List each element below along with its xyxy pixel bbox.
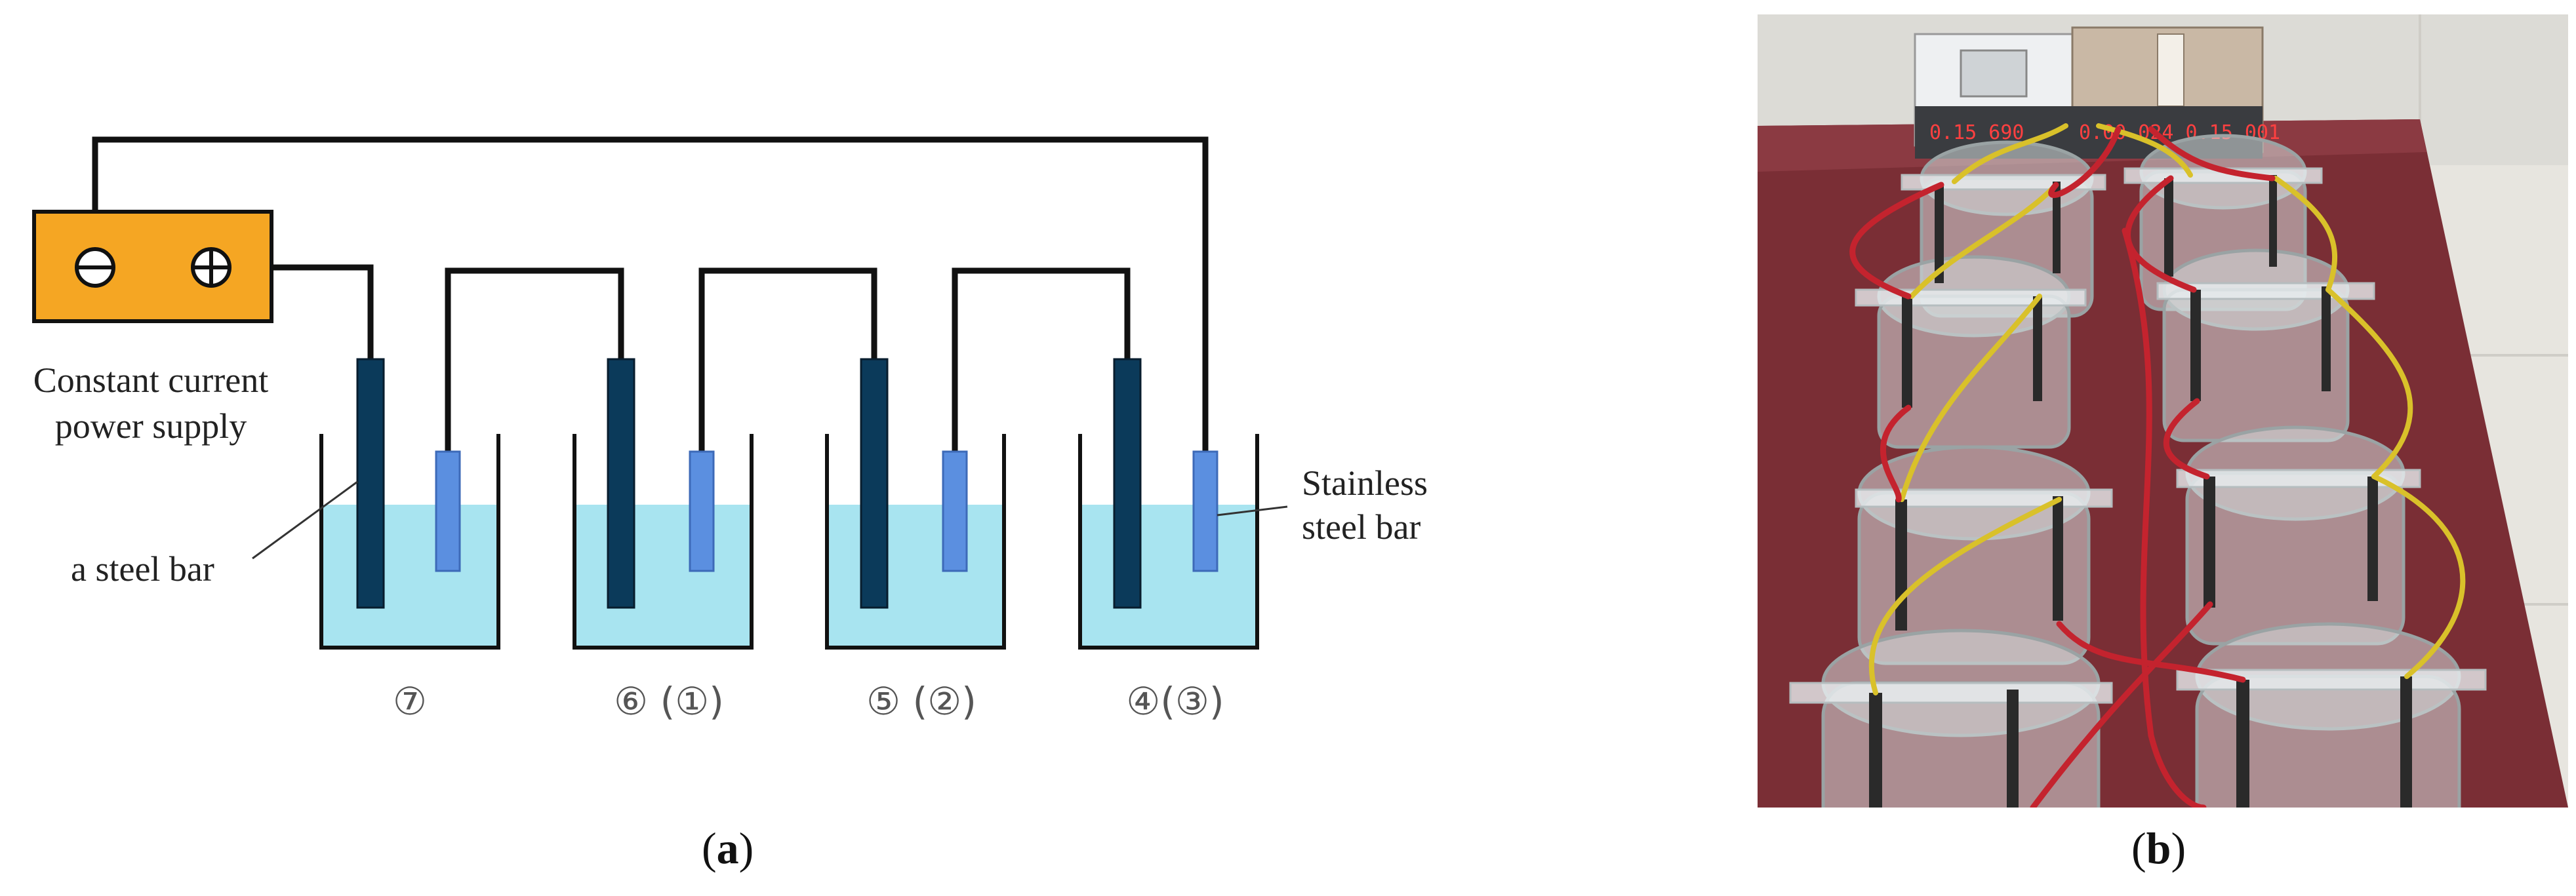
cell-label: ④(③) [1126,679,1224,724]
cell-1: ⑦ [319,358,500,724]
circuit-diagram: Constant current power supply ⑦ ⑥ (①) ⑤ … [32,136,1428,724]
steel-bar-leader-line [252,480,358,560]
steel-bar [356,358,385,609]
power-supply-label-line1: Constant current [33,360,268,400]
cell-label: ⑦ [393,679,427,724]
steel-bar [860,358,889,609]
steel-bar [607,358,635,609]
stainless-steel-bar [689,450,715,572]
power-supplies: 0.15 690 0.00 024 0.15 001 [1914,26,2280,159]
steel-bar [1113,358,1142,609]
acrylic-holders [1789,167,2487,704]
cell-2: ⑥ (①) [573,358,754,724]
wire-cell1-to-cell2 [445,267,624,452]
power-supply-box [32,210,273,323]
panel-label-b: (b) [2131,823,2186,873]
cell-4: ④(③) [1078,358,1259,724]
panel-letter-b: b [2146,823,2171,873]
experiment-photo: 0.15 690 0.00 024 0.15 001 [1758,14,2568,808]
wire-negative-to-last-stainless [92,136,1209,452]
wire-cell3-to-cell4 [952,267,1131,452]
electrodes [1869,175,2412,808]
cell-label: ⑥ (①) [614,679,724,724]
power-supply: Constant current power supply [32,210,273,446]
stainless-steel-bar [942,450,968,572]
stainless-label-line1: Stainless [1302,463,1428,503]
stainless-label-line2: steel bar [1302,507,1420,547]
red-wires [1849,126,2276,808]
cell-3: ⑤ (②) [825,358,1006,724]
stainless-steel-bar [1192,450,1218,572]
power-supply-label-line2: power supply [55,406,247,446]
panel-letter-a: a [716,823,739,873]
callouts: a steel bar Stainless steel bar [71,463,1428,589]
stainless-bar-leader-line [1217,505,1288,516]
panel-label-a: (a) [702,823,754,873]
stainless-steel-bar [435,450,461,572]
steel-bar-label: a steel bar [71,549,214,589]
wire-cell2-to-cell3 [698,267,877,452]
meter-display-left: 0.15 690 [1929,121,2024,144]
cell-label: ⑤ (②) [866,679,976,724]
